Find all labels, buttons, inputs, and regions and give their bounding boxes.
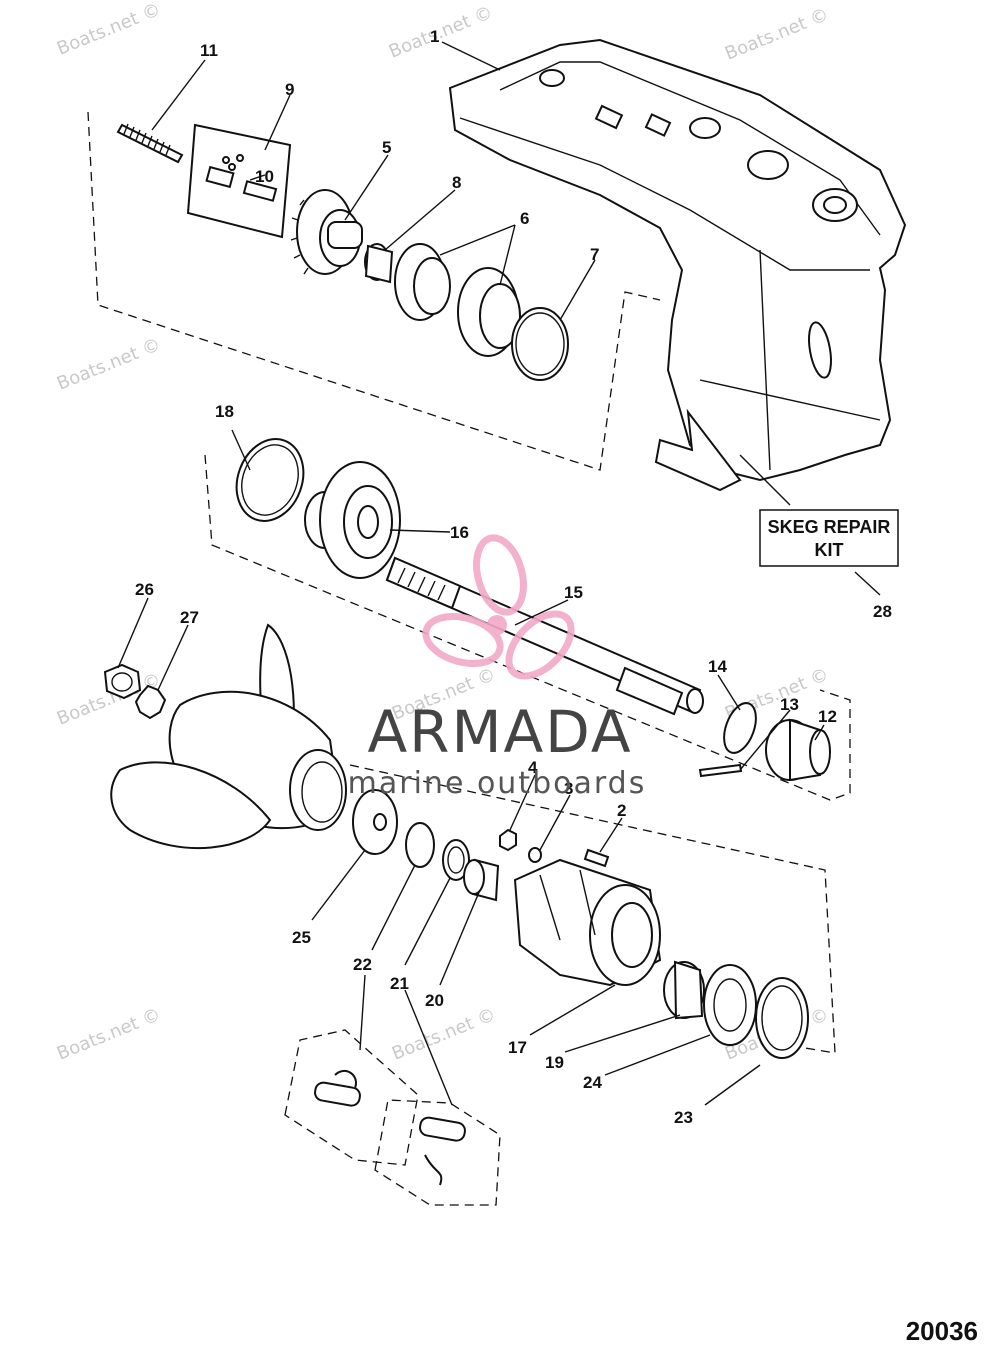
- callout-14: 14: [708, 657, 727, 676]
- callout-19: 19: [545, 1053, 564, 1072]
- callout-27: 27: [180, 608, 199, 627]
- callout-17: 17: [508, 1038, 527, 1057]
- callout-21: 21: [390, 974, 409, 993]
- callout-13: 13: [780, 695, 799, 714]
- watermark: Boats.net ©: [54, 0, 164, 60]
- callout-4: 4: [528, 758, 538, 777]
- callout-24: 24: [583, 1073, 602, 1092]
- brand-tagline: marine outboards: [348, 766, 647, 801]
- callout-16: 16: [450, 523, 469, 542]
- sliding-clutch: [698, 718, 831, 782]
- callout-28: 28: [873, 602, 892, 621]
- callout-23: 23: [674, 1108, 693, 1127]
- small-hardware: [499, 828, 610, 868]
- watermark: Boats.net ©: [386, 2, 496, 63]
- callout-8: 8: [452, 173, 461, 192]
- callout-3: 3: [564, 779, 573, 798]
- skeg-box-frame: [759, 509, 899, 567]
- callout-20: 20: [425, 991, 444, 1010]
- bearing-carrier: [513, 858, 662, 987]
- callout-26: 26: [135, 580, 154, 599]
- shim-plate: [186, 123, 292, 239]
- assembly-outlines: [87, 111, 851, 1206]
- seals-bearing: [405, 822, 500, 902]
- callout-25: 25: [292, 928, 311, 947]
- skeg-box-line1: SKEG REPAIR: [768, 517, 891, 537]
- callout-18: 18: [215, 402, 234, 421]
- callout-6: 6: [520, 209, 529, 228]
- brand-logo: ARMADA marine outboards: [348, 534, 647, 801]
- o-ring-18: [235, 438, 305, 522]
- callout-labels: 1 2 3 4 5 6 7 8 9 10 11 12 13 14 15 16 1…: [135, 27, 892, 1127]
- figure-number: 20036: [906, 1316, 978, 1346]
- callout-1: 1: [430, 27, 439, 46]
- callout-10: 10: [255, 167, 274, 186]
- skeg-repair-kit-box: SKEG REPAIR KIT: [759, 509, 899, 567]
- skeg-box-line2: KIT: [815, 540, 844, 560]
- brand-name: ARMADA: [367, 698, 632, 766]
- leader-lines: [117, 41, 881, 1106]
- o-ring-7: [511, 307, 569, 381]
- gear-housing: [448, 38, 907, 492]
- watermark: Boats.net ©: [54, 1004, 164, 1065]
- callout-7: 7: [590, 245, 599, 264]
- watermark: Boats.net ©: [722, 4, 832, 65]
- thrust-washer: [352, 789, 398, 855]
- spring: [116, 123, 184, 164]
- propeller-logo-icon: [422, 534, 575, 680]
- propeller-shaft: [385, 556, 704, 716]
- callout-15: 15: [564, 583, 583, 602]
- watermark: Boats.net ©: [54, 334, 164, 395]
- callout-2: 2: [617, 801, 626, 820]
- callout-22: 22: [353, 955, 372, 974]
- callout-11: 11: [200, 41, 218, 60]
- needle-bearing: [364, 243, 394, 284]
- callout-9: 9: [285, 80, 294, 99]
- rear-bearings: [663, 960, 809, 1059]
- callout-5: 5: [382, 138, 391, 157]
- retaining-ring-14: [723, 702, 757, 754]
- watermark: Boats.net ©: [389, 1004, 499, 1065]
- propeller: [110, 623, 347, 850]
- forward-gear: [304, 461, 401, 579]
- prop-nut: [103, 663, 167, 720]
- pinion-gear: [290, 189, 363, 275]
- seal-insets: [314, 1069, 466, 1186]
- tapered-bearing: [394, 243, 521, 357]
- callout-12: 12: [818, 707, 837, 726]
